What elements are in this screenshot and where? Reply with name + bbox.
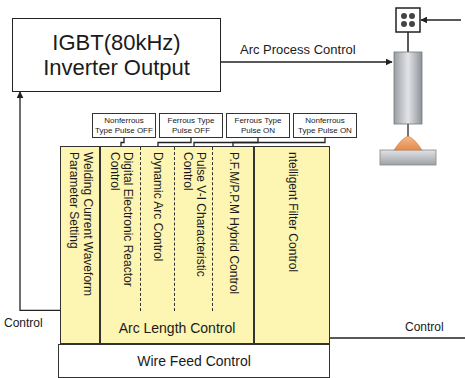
box-label: Nonferrous Type Pulse ON (294, 116, 356, 134)
column-label: Welding Current Waveform Parameter Setti… (66, 152, 94, 338)
control-column: P.F.M/P.P.M Hybrid Control (213, 147, 253, 311)
welding-torch (394, 52, 422, 137)
connector (20, 92, 60, 310)
mode-tag: Ferrous Type Pulse OFF (159, 113, 223, 138)
feed-band: Wire Feed Control (58, 344, 330, 378)
control-column: ntelligent Filter Control (254, 146, 330, 344)
control-line (330, 337, 465, 339)
control-column: Welding Current Waveform Parameter Setti… (60, 146, 100, 344)
column-label: P.F.M/P.P.M Hybrid Control (226, 152, 240, 304)
box-label: Ferrous Type Pulse ON (227, 116, 289, 134)
box-label: Wire Feed Control (137, 353, 251, 369)
inverter-box: IGBT(80kHz) Inverter Output (12, 18, 221, 92)
control-column: Pulse V-I Characteristic Control (175, 147, 213, 311)
column-label: ntelligent Filter Control (285, 152, 299, 338)
mode-tag: Nonferrous Type Pulse ON (293, 113, 357, 138)
box-label: Nonferrous Type Pulse OFF (93, 116, 155, 134)
control-column: Dynamic Arc Control (141, 147, 175, 311)
arc-process-arrow (213, 61, 392, 63)
signal-label: Arc Process Control (240, 42, 356, 57)
mode-tag: Nonferrous Type Pulse OFF (92, 113, 156, 138)
box-label: IGBT(80kHz) Inverter Output (13, 30, 220, 81)
control-column: Digital Electronic Reactor Control (101, 147, 141, 311)
group-label: Arc Length Control (101, 320, 253, 336)
column-label: Pulse V-I Characteristic Control (180, 152, 208, 304)
mode-tag: Ferrous Type Pulse ON (226, 113, 290, 138)
signal-label: Control (405, 320, 444, 334)
column-label: Digital Electronic Reactor Control (107, 152, 135, 304)
edge-label: Control (4, 316, 43, 330)
column-label: Dynamic Arc Control (151, 152, 165, 304)
box-label: Ferrous Type Pulse OFF (160, 116, 222, 134)
control-group: Arc Length Control Digital Electronic Rea… (100, 146, 254, 344)
wire-feeder-icon (396, 8, 461, 52)
weld-bead (380, 136, 436, 165)
